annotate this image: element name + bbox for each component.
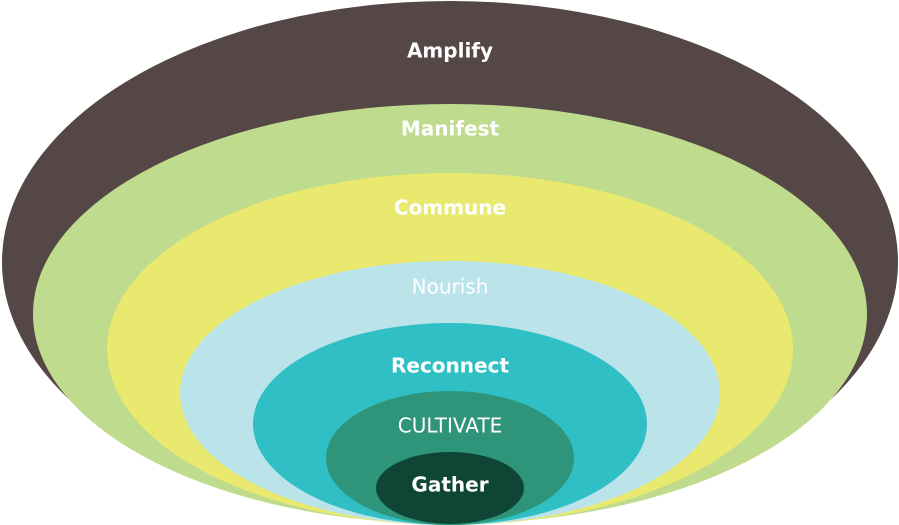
ring-label-manifest: Manifest [401, 117, 500, 141]
ring-label-nourish: Nourish [412, 275, 489, 299]
ring-label-amplify: Amplify [407, 39, 493, 63]
ring-label-cultivate: CULTIVATE [398, 414, 503, 438]
ring-gather [376, 452, 524, 524]
ring-label-commune: Commune [394, 196, 506, 220]
ring-label-reconnect: Reconnect [391, 354, 509, 378]
ring-label-gather: Gather [411, 473, 488, 497]
